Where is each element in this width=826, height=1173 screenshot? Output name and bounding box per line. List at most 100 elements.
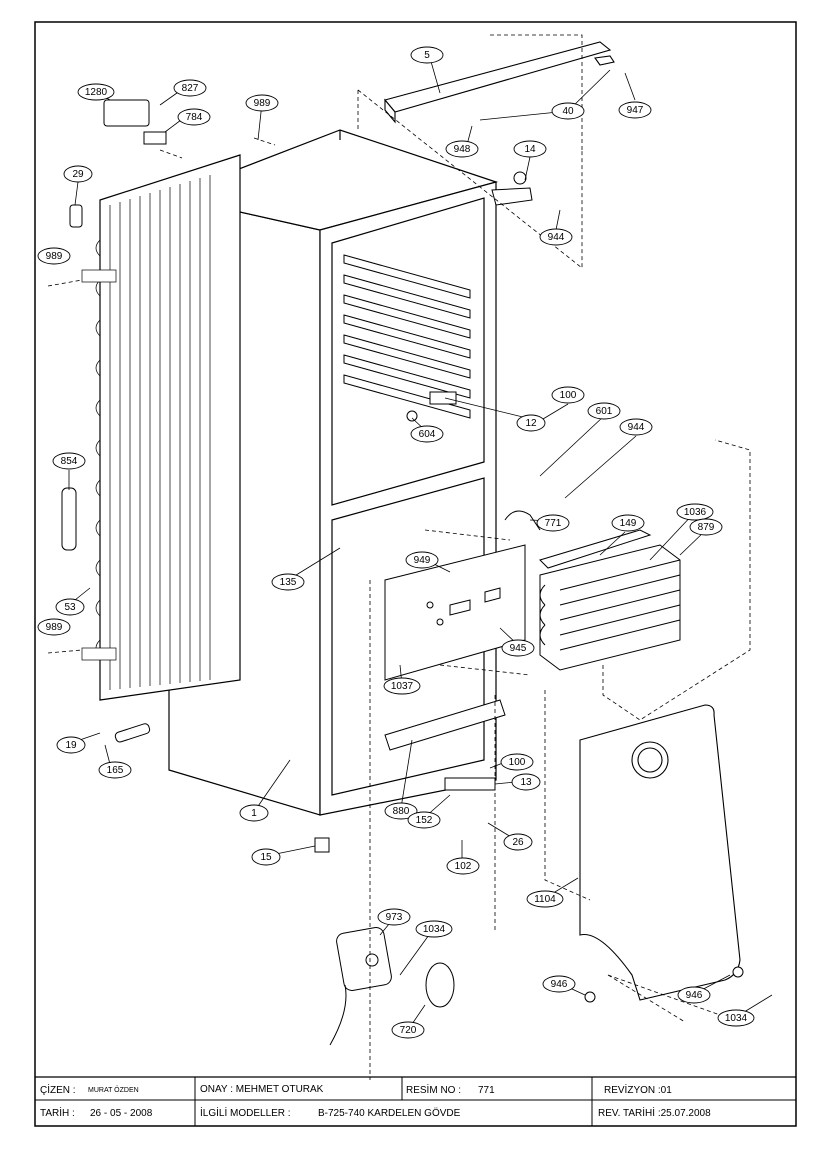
rev-tarihi-text: REV. TARİHİ :25.07.2008: [598, 1106, 711, 1119]
title-block: ÇİZEN : MURAT ÖZDEN ONAY : MEHMET OTURAK…: [35, 1076, 796, 1126]
callout-854: 854: [52, 452, 86, 470]
svg-text:1280: 1280: [85, 87, 108, 98]
callout-1034-right: 1034: [717, 1009, 755, 1027]
cizen-label: ÇİZEN :: [40, 1083, 76, 1096]
hinge-part: [491, 171, 533, 206]
resim-value: 771: [478, 1085, 495, 1096]
svg-text:1034: 1034: [423, 924, 446, 935]
callout-53: 53: [55, 598, 85, 616]
svg-text:1104: 1104: [534, 894, 556, 905]
fan-housing-cover: [579, 704, 741, 1001]
drawing-frame: [34, 21, 797, 1127]
callout-152: 152: [407, 811, 441, 829]
svg-text:784: 784: [186, 112, 203, 123]
top-trim-bar: [384, 41, 615, 124]
svg-text:944: 944: [628, 422, 645, 433]
callout-784: 784: [177, 108, 211, 126]
evaporator-coil: [539, 529, 681, 671]
svg-text:989: 989: [46, 251, 63, 262]
svg-text:604: 604: [419, 429, 436, 440]
callout-944-middle: 944: [619, 418, 653, 436]
svg-text:1: 1: [251, 808, 257, 819]
svg-text:26: 26: [512, 837, 524, 848]
callout-989-middle: 989: [37, 247, 71, 265]
callout-880: 880: [384, 802, 418, 820]
svg-text:946: 946: [551, 979, 568, 990]
resim-label: RESİM NO :: [406, 1083, 461, 1096]
callout-100-bottom: 100: [500, 753, 534, 771]
callout-19: 19: [56, 736, 86, 754]
callout-29: 29: [63, 165, 93, 183]
callout-13: 13: [511, 773, 541, 791]
svg-text:152: 152: [416, 815, 433, 826]
svg-text:149: 149: [620, 518, 637, 529]
svg-text:100: 100: [560, 390, 577, 401]
tarih-label: TARİH :: [40, 1106, 75, 1119]
callout-12: 12: [516, 414, 546, 432]
svg-text:880: 880: [393, 806, 410, 817]
svg-text:989: 989: [46, 622, 63, 633]
svg-text:1036: 1036: [684, 507, 707, 518]
svg-text:854: 854: [61, 456, 78, 467]
svg-text:947: 947: [627, 105, 644, 116]
callout-973: 973: [377, 908, 411, 926]
svg-text:29: 29: [72, 169, 84, 180]
svg-text:989: 989: [254, 98, 271, 109]
callout-827: 827: [173, 79, 207, 97]
svg-text:14: 14: [524, 144, 536, 155]
callout-947: 947: [618, 101, 652, 119]
svg-text:19: 19: [65, 740, 77, 751]
svg-text:1037: 1037: [391, 681, 414, 692]
callout-15: 15: [251, 848, 281, 866]
callout-879: 879: [689, 518, 723, 536]
onay-text: ONAY : MEHMET OTURAK: [200, 1084, 324, 1095]
callout-1280: 1280: [77, 83, 115, 101]
callout-5: 5: [410, 46, 444, 64]
callout-149: 149: [611, 514, 645, 532]
callout-1034-left: 1034: [415, 920, 453, 938]
callout-949: 949: [405, 551, 439, 569]
svg-text:13: 13: [520, 777, 532, 788]
shelf-rails: [343, 254, 471, 419]
callout-1037: 1037: [383, 677, 421, 695]
callout-100-top: 100: [551, 386, 585, 404]
svg-text:879: 879: [698, 522, 715, 533]
svg-text:1034: 1034: [725, 1013, 748, 1024]
callout-1036: 1036: [676, 503, 714, 521]
svg-text:102: 102: [455, 861, 472, 872]
callout-720: 720: [391, 1021, 425, 1039]
svg-text:601: 601: [596, 406, 613, 417]
callout-948: 948: [445, 140, 479, 158]
modeller-label: İLGİLİ MODELLER :: [200, 1106, 291, 1119]
callout-989-bottom: 989: [37, 618, 71, 636]
callout-601: 601: [587, 402, 621, 420]
drip-tray: [384, 699, 506, 751]
svg-text:135: 135: [280, 577, 297, 588]
svg-text:973: 973: [386, 912, 403, 923]
callout-165: 165: [98, 761, 132, 779]
callout-944-top: 944: [539, 228, 573, 246]
svg-text:15: 15: [260, 852, 272, 863]
svg-text:949: 949: [414, 555, 431, 566]
svg-text:40: 40: [562, 106, 574, 117]
modeller-value: B-725-740 KARDELEN GÖVDE: [318, 1107, 461, 1119]
svg-text:720: 720: [400, 1025, 417, 1036]
svg-text:944: 944: [548, 232, 565, 243]
callout-946-left: 946: [542, 975, 576, 993]
callout-40: 40: [551, 102, 585, 120]
svg-text:165: 165: [107, 765, 124, 776]
revizyon-text: REVİZYON :01: [604, 1083, 672, 1096]
small-parts: [61, 99, 744, 1003]
svg-text:5: 5: [424, 50, 430, 61]
callout-102: 102: [446, 857, 480, 875]
callout-14: 14: [513, 140, 547, 158]
svg-text:53: 53: [64, 602, 76, 613]
callout-labels: 5 40 947 948 14 944 1280 827 784 989 29 …: [37, 46, 755, 1039]
callout-1104: 1104: [526, 890, 564, 908]
svg-text:771: 771: [545, 518, 562, 529]
svg-text:945: 945: [510, 643, 527, 654]
callout-604: 604: [410, 425, 444, 443]
fan-motor: [329, 927, 455, 1046]
